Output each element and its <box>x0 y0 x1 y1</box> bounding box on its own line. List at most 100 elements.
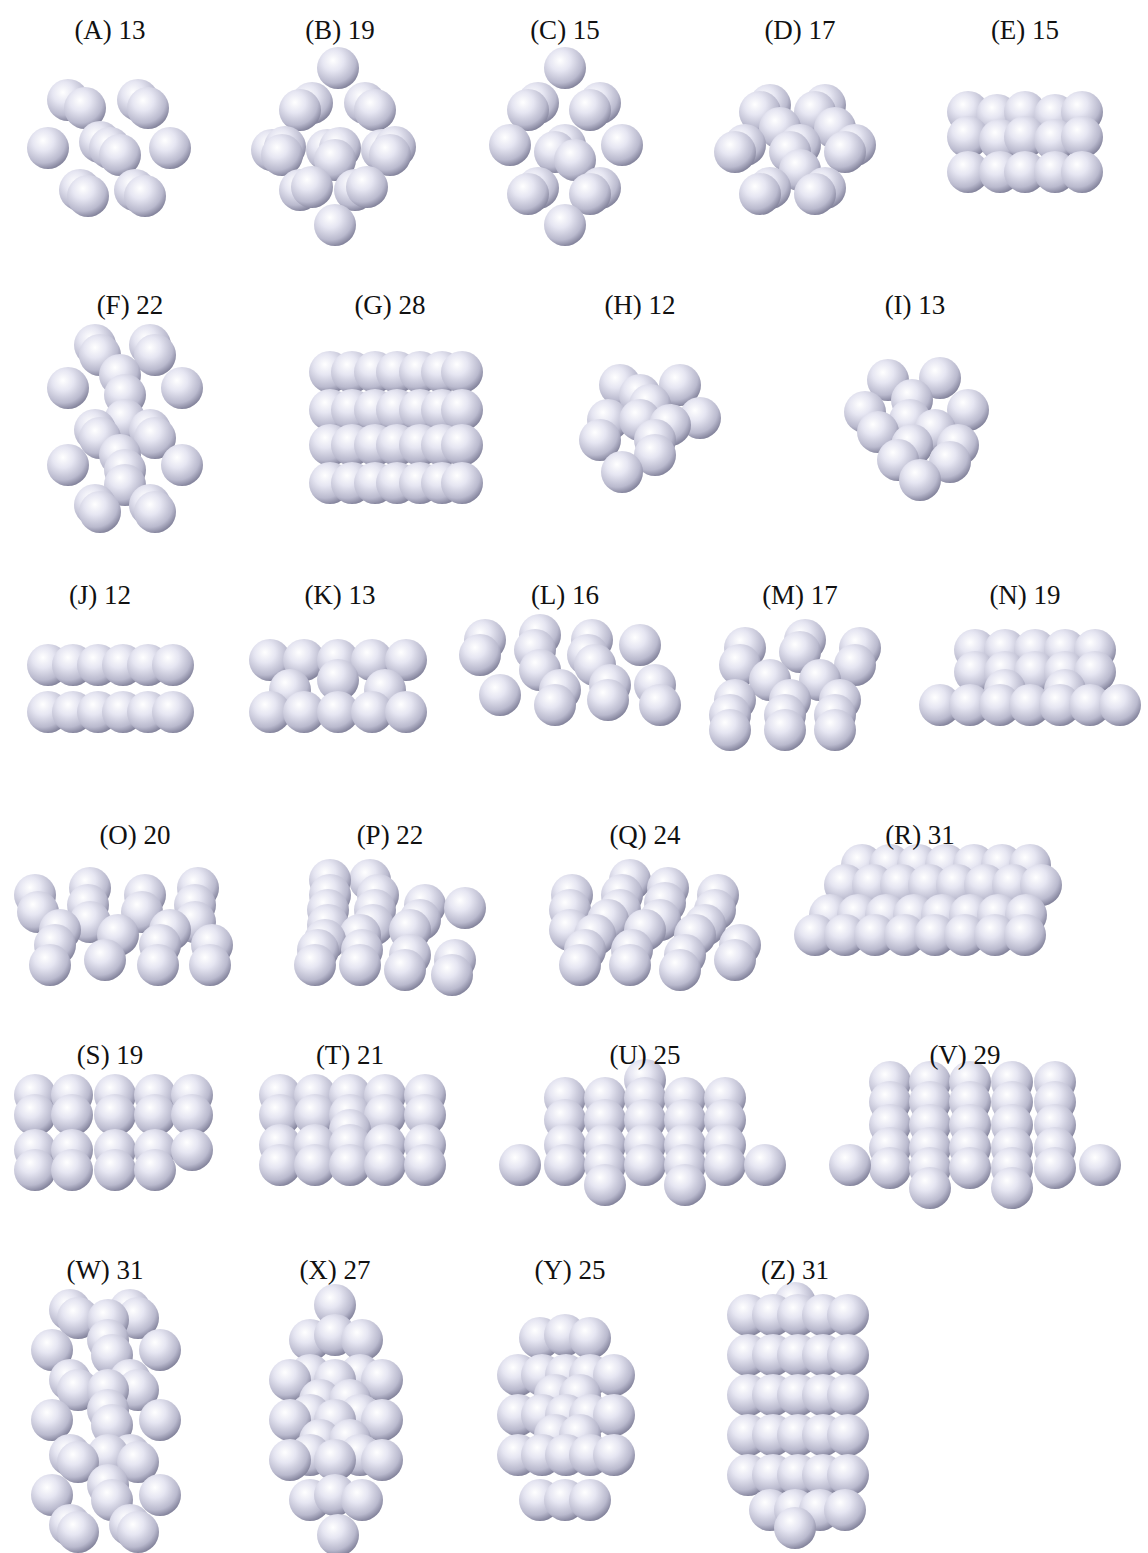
atom-sphere <box>909 1167 951 1209</box>
atom-sphere <box>559 944 601 986</box>
atom-sphere <box>544 47 586 89</box>
atom-sphere <box>137 944 179 986</box>
atom-sphere <box>14 1149 56 1191</box>
atom-sphere <box>544 204 586 246</box>
atom-sphere <box>27 127 69 169</box>
panel-label: (N) 19 <box>989 582 1060 609</box>
panel-label: (S) 19 <box>77 1042 144 1069</box>
atom-sphere <box>279 89 321 131</box>
atom-sphere <box>314 204 356 246</box>
atom-sphere <box>139 1329 181 1371</box>
atom-sphere <box>1079 1144 1121 1186</box>
atom-sphere <box>341 1479 383 1521</box>
atom-sphere <box>134 1149 176 1191</box>
atom-sphere <box>79 491 121 533</box>
atom-sphere <box>609 944 651 986</box>
atom-sphere <box>269 1439 311 1481</box>
atom-sphere <box>441 424 483 466</box>
atom-sphere <box>829 1144 871 1186</box>
atom-sphere <box>117 1511 159 1553</box>
panel-label: (G) 28 <box>354 292 425 319</box>
atom-sphere <box>1004 914 1046 956</box>
atom-sphere <box>869 1147 911 1189</box>
panel-label: (V) 29 <box>929 1042 1000 1069</box>
atom-sphere <box>569 89 611 131</box>
atom-sphere <box>1099 684 1141 726</box>
atom-sphere <box>47 367 89 409</box>
atom-sphere <box>639 684 681 726</box>
atom-sphere <box>774 1507 816 1549</box>
atom-sphere <box>794 173 836 215</box>
atom-sphere <box>949 1147 991 1189</box>
atom-sphere <box>824 131 866 173</box>
panel-label: (X) 27 <box>299 1257 370 1284</box>
atom-sphere <box>827 1374 869 1416</box>
panel-label: (L) 16 <box>531 582 599 609</box>
panel-label: (K) 13 <box>304 582 375 609</box>
atom-sphere <box>601 451 643 493</box>
panel-label: (E) 15 <box>991 17 1059 44</box>
atom-sphere <box>991 1167 1033 1209</box>
atom-sphere <box>441 351 483 393</box>
panel-label: (F) 22 <box>97 292 164 319</box>
atom-sphere <box>57 1511 99 1553</box>
atom-sphere <box>584 1164 626 1206</box>
atom-sphere <box>827 1414 869 1456</box>
atom-sphere <box>339 944 381 986</box>
atom-sphere <box>152 691 194 733</box>
atom-sphere <box>814 709 856 751</box>
atom-sphere <box>899 459 941 501</box>
atom-sphere <box>404 1144 446 1186</box>
atom-sphere <box>364 1144 406 1186</box>
atom-sphere <box>149 127 191 169</box>
atom-sphere <box>161 367 203 409</box>
atom-sphere <box>744 1144 786 1186</box>
atom-sphere <box>51 1149 93 1191</box>
atom-sphere <box>127 87 169 129</box>
atom-sphere <box>94 1149 136 1191</box>
atom-sphere <box>384 949 426 991</box>
atom-sphere <box>704 1144 746 1186</box>
atom-sphere <box>709 709 751 751</box>
atom-sphere <box>291 166 333 208</box>
atom-sphere <box>139 1474 181 1516</box>
atom-sphere <box>29 944 71 986</box>
atom-sphere <box>827 1294 869 1336</box>
atom-sphere <box>593 1434 635 1476</box>
atom-sphere <box>361 1439 403 1481</box>
atom-sphere <box>499 1144 541 1186</box>
panel-label: (U) 25 <box>609 1042 680 1069</box>
atom-sphere <box>189 944 231 986</box>
atom-sphere <box>714 131 756 173</box>
panel-label: (Y) 25 <box>534 1257 605 1284</box>
atom-sphere <box>587 679 629 721</box>
panel-label: (J) 12 <box>69 582 131 609</box>
panel-label: (B) 19 <box>305 17 375 44</box>
atom-sphere <box>601 124 643 166</box>
atom-sphere <box>1061 151 1103 193</box>
panel-label: (P) 22 <box>357 822 424 849</box>
atom-sphere <box>827 1334 869 1376</box>
atom-sphere <box>664 1164 706 1206</box>
atom-sphere <box>544 1144 586 1186</box>
atom-sphere <box>714 939 756 981</box>
atom-sphere <box>739 173 781 215</box>
atom-sphere <box>354 89 396 131</box>
atom-sphere <box>385 691 427 733</box>
panel-label: (I) 13 <box>885 292 946 319</box>
atom-sphere <box>317 47 359 89</box>
atom-sphere <box>479 674 521 716</box>
panel-label: (W) 31 <box>66 1257 143 1284</box>
atom-sphere <box>346 166 388 208</box>
atom-sphere <box>534 684 576 726</box>
atom-sphere <box>139 1399 181 1441</box>
atom-sphere <box>161 444 203 486</box>
atom-sphere <box>619 624 661 666</box>
panel-label: (Z) 31 <box>761 1257 829 1284</box>
atom-sphere <box>569 1479 611 1521</box>
panel-label: (O) 20 <box>99 822 170 849</box>
atom-sphere <box>569 1317 611 1359</box>
panel-label: (A) 13 <box>74 17 145 44</box>
panel-label: (D) 17 <box>764 17 835 44</box>
